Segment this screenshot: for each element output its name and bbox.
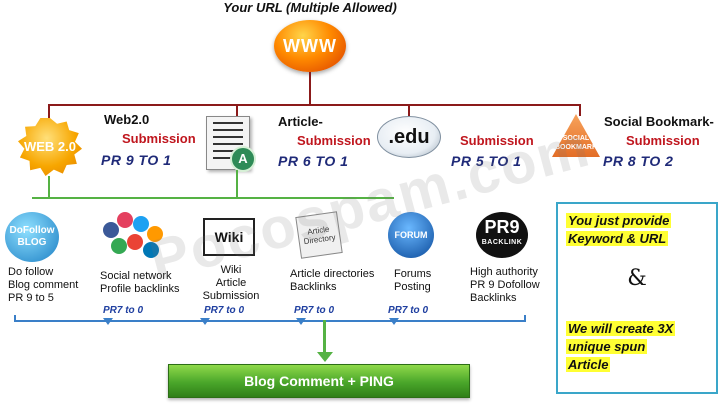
panel-line-4: unique spun: [566, 339, 648, 354]
web20-pr-range: PR 9 TO 1: [101, 152, 172, 168]
social-pr-range: PR7 to 0: [103, 305, 144, 316]
social-bookmark-icon-text: SOCIAL BOOKMARK: [555, 135, 597, 151]
forum-pr-range: PR7 to 0: [388, 305, 429, 316]
web20-title: Web2.0: [104, 112, 150, 127]
pr9-icon-subtext: BACKLINK: [481, 239, 523, 246]
connector-web20: [48, 104, 50, 118]
article-submission: Submission: [297, 133, 371, 148]
blue-bracket-right: [524, 315, 526, 321]
article-down-connector: [236, 170, 238, 198]
article-document-icon: [206, 116, 250, 170]
www-globe-icon: WWW: [274, 20, 346, 72]
edu-icon: .edu: [377, 116, 441, 158]
arrow-down-icon: [389, 318, 399, 325]
blue-bracket-line: [14, 320, 526, 322]
bookmark-submission: Submission: [626, 133, 700, 148]
panel-line-2: Keyword & URL: [566, 231, 669, 246]
arrow-down-icon: [103, 318, 113, 325]
sub-branch-line: [32, 197, 394, 199]
article-pr-range: PR 6 TO 1: [278, 153, 349, 169]
web20-badge-text: WEB 2.0: [23, 139, 76, 154]
article-title: Article-: [278, 114, 323, 129]
cta-arrow-down-icon: [317, 352, 333, 362]
web20-down-connector: [48, 176, 50, 198]
connector-edu: [408, 104, 410, 116]
blog-comment-ping-banner: Blog Comment + PING: [168, 364, 470, 398]
high-authority-label: High authority PR 9 Dofollow Backlinks: [470, 266, 540, 304]
connector-horizontal: [48, 104, 581, 106]
offer-panel: You just provide Keyword & URL & We will…: [556, 202, 718, 394]
article-directory-icon: Article Directory: [295, 211, 343, 259]
dofollow-blog-icon: DoFollow BLOG: [5, 212, 59, 262]
bookmark-title: Social Bookmark-: [604, 114, 714, 129]
article-dir-pr-range: PR7 to 0: [294, 305, 335, 316]
connector-trunk: [309, 72, 311, 106]
arrow-down-icon: [200, 318, 210, 325]
article-a-icon: A: [230, 146, 256, 172]
diagram-title: Your URL (Multiple Allowed): [223, 0, 397, 15]
pr9-backlink-icon: PR9 BACKLINK: [476, 212, 528, 258]
cta-arrow-shaft: [323, 320, 326, 356]
social-network-label: Social network Profile backlinks: [100, 270, 180, 295]
edu-pr-range: PR 5 TO 1: [451, 153, 522, 169]
wiki-pr-range: PR7 to 0: [204, 305, 245, 316]
edu-submission: Submission: [460, 133, 534, 148]
blue-bracket-left: [14, 315, 16, 321]
bookmark-pr-range: PR 8 TO 2: [603, 153, 674, 169]
article-directories-label: Article directories Backlinks: [290, 268, 375, 293]
pr9-icon-text: PR9: [484, 217, 520, 237]
wiki-label: Wiki Article Submission: [202, 264, 260, 302]
forums-label: Forums Posting: [394, 268, 432, 293]
panel-ampersand: &: [627, 266, 647, 291]
arrow-down-icon: [296, 318, 306, 325]
web20-badge-icon: WEB 2.0: [18, 118, 82, 176]
connector-bookmark: [579, 104, 581, 116]
social-network-icon: [103, 212, 165, 262]
connector-article: [236, 104, 238, 116]
web20-submission: Submission: [122, 131, 196, 146]
panel-line-5: Article: [566, 357, 611, 372]
panel-line-1: You just provide: [566, 213, 672, 228]
dofollow-blog-label: Do follow Blog comment PR 9 to 5: [8, 266, 79, 304]
forum-icon: FORUM: [388, 212, 434, 258]
wiki-icon: Wiki: [203, 218, 255, 256]
panel-line-3: We will create 3X: [566, 321, 676, 336]
